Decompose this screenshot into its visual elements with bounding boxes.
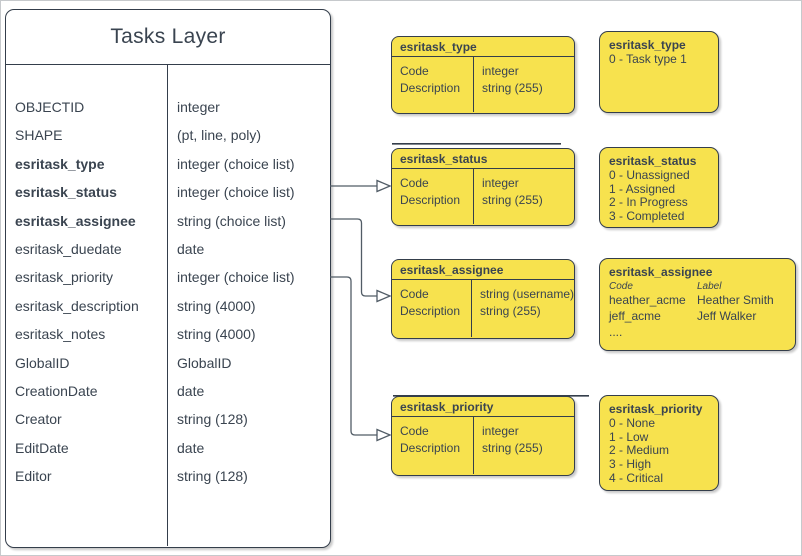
domain-row-label: Description xyxy=(400,81,461,95)
tasks-layer-body: OBJECTID SHAPE esritask_type esritask_st… xyxy=(6,65,330,546)
domain-row-label: Code xyxy=(400,287,429,301)
arrowhead-status xyxy=(376,179,392,193)
connector-assignee xyxy=(330,218,377,297)
tasks-layer-title: Tasks Layer xyxy=(6,10,330,65)
field-type: string (4000) xyxy=(177,326,256,343)
field-name: esritask_notes xyxy=(15,326,106,343)
field-type: integer (choice list) xyxy=(177,184,295,201)
field-name: esritask_assignee xyxy=(15,212,136,229)
domain-table-status: esritask_status Code Description integer… xyxy=(391,148,575,226)
field-name: esritask_description xyxy=(15,297,139,314)
field-type: string (4000) xyxy=(177,297,256,314)
field-name: EditDate xyxy=(15,439,69,456)
field-type: GlobalID xyxy=(177,354,232,371)
field-name: CreationDate xyxy=(15,382,98,399)
field-name: OBJECTID xyxy=(15,99,85,115)
field-name: SHAPE xyxy=(15,127,63,144)
arrowhead-assignee xyxy=(376,289,392,303)
value-list-assignee: esritask_assignee Code Label heather_acm… xyxy=(599,258,796,351)
value-item: 3 - High xyxy=(609,457,652,472)
field-type: date xyxy=(177,439,205,456)
arrowhead-priority xyxy=(376,428,392,442)
value-item: 3 - Completed xyxy=(609,209,685,224)
value-item: 0 - Task type 1 xyxy=(609,52,687,66)
value-list-priority: esritask_priority 0 - None 1 - Low 2 - M… xyxy=(599,395,719,491)
domain-row-type: string (255) xyxy=(482,81,543,95)
domain-row-label: Description xyxy=(400,441,461,455)
value-list-status: esritask_status 0 - Unassigned 1 - Assig… xyxy=(599,147,719,228)
field-type: integer (choice list) xyxy=(177,269,295,286)
domain-table-type: esritask_type Code Description integer s… xyxy=(391,36,575,114)
value-item: 4 - Critical xyxy=(609,470,664,485)
field-type: string (choice list) xyxy=(177,212,286,229)
field-type: string (128) xyxy=(177,468,248,485)
field-name: esritask_status xyxy=(15,184,117,201)
field-type-column: integer (pt, line, poly) integer (choice… xyxy=(168,65,330,546)
domain-table-priority: esritask_priority Code Description integ… xyxy=(391,396,575,476)
value-list-type: esritask_type 0 - Task type 1 xyxy=(599,31,719,113)
field-name: esritask_duedate xyxy=(15,240,122,257)
domain-table-title: esritask_status xyxy=(392,149,574,169)
field-type: date xyxy=(177,240,205,257)
domain-table-title: esritask_priority xyxy=(392,397,574,417)
value-row: jeff_acme Jeff Walker xyxy=(609,308,757,323)
connector-priority xyxy=(330,276,377,436)
field-name-column: OBJECTID SHAPE esritask_type esritask_st… xyxy=(6,65,168,546)
value-row: heather_acme Heather Smith xyxy=(609,293,774,307)
domain-row-label: Code xyxy=(400,64,429,78)
value-item: 1 - Assigned xyxy=(609,181,676,196)
domain-row-label: Description xyxy=(400,193,461,207)
domain-table-title: esritask_assignee xyxy=(392,260,574,280)
value-list-title: esritask_priority xyxy=(609,402,703,416)
domain-row-type: string (255) xyxy=(482,441,543,455)
value-list-ellipsis: .... xyxy=(609,325,623,339)
field-type: integer (choice list) xyxy=(177,155,295,172)
value-item: 1 - Low xyxy=(609,429,649,444)
domain-row-type: integer xyxy=(482,64,519,78)
field-type: date xyxy=(177,382,205,399)
domain-row-label: Code xyxy=(400,424,429,438)
domain-row-type: string (username) xyxy=(479,287,574,301)
field-type: integer xyxy=(177,99,220,115)
value-item: 0 - None xyxy=(609,416,656,430)
field-name: esritask_type xyxy=(15,155,105,172)
domain-row-type: integer xyxy=(482,424,519,438)
value-list-column-headers: Code Label xyxy=(609,280,786,293)
field-name: Creator xyxy=(15,411,62,428)
value-list-title: esritask_assignee xyxy=(609,265,713,279)
value-list-title: esritask_status xyxy=(609,154,697,168)
domain-row-type: string (255) xyxy=(482,193,543,207)
field-type: (pt, line, poly) xyxy=(177,127,262,144)
field-name: esritask_priority xyxy=(15,269,114,286)
domain-row-label: Code xyxy=(400,176,429,190)
domain-row-type: string (255) xyxy=(479,304,541,318)
domain-table-title: esritask_type xyxy=(392,37,574,57)
field-name: GlobalID xyxy=(15,354,70,371)
value-item: 2 - Medium xyxy=(609,443,670,458)
value-item: 0 - Unassigned xyxy=(609,168,690,182)
field-name: Editor xyxy=(15,468,52,485)
domain-table-assignee: esritask_assignee Code Description strin… xyxy=(391,259,575,339)
domain-row-type: integer xyxy=(482,176,519,190)
field-type: string (128) xyxy=(177,411,248,428)
value-item: 2 - In Progress xyxy=(609,195,688,210)
column-header-label: Label xyxy=(697,281,722,292)
column-header-code: Code xyxy=(609,281,633,292)
tasks-layer-table: Tasks Layer OBJECTID SHAPE esritask_type… xyxy=(5,9,331,548)
domain-row-label: Description xyxy=(400,304,461,318)
value-list-title: esritask_type xyxy=(609,38,686,52)
